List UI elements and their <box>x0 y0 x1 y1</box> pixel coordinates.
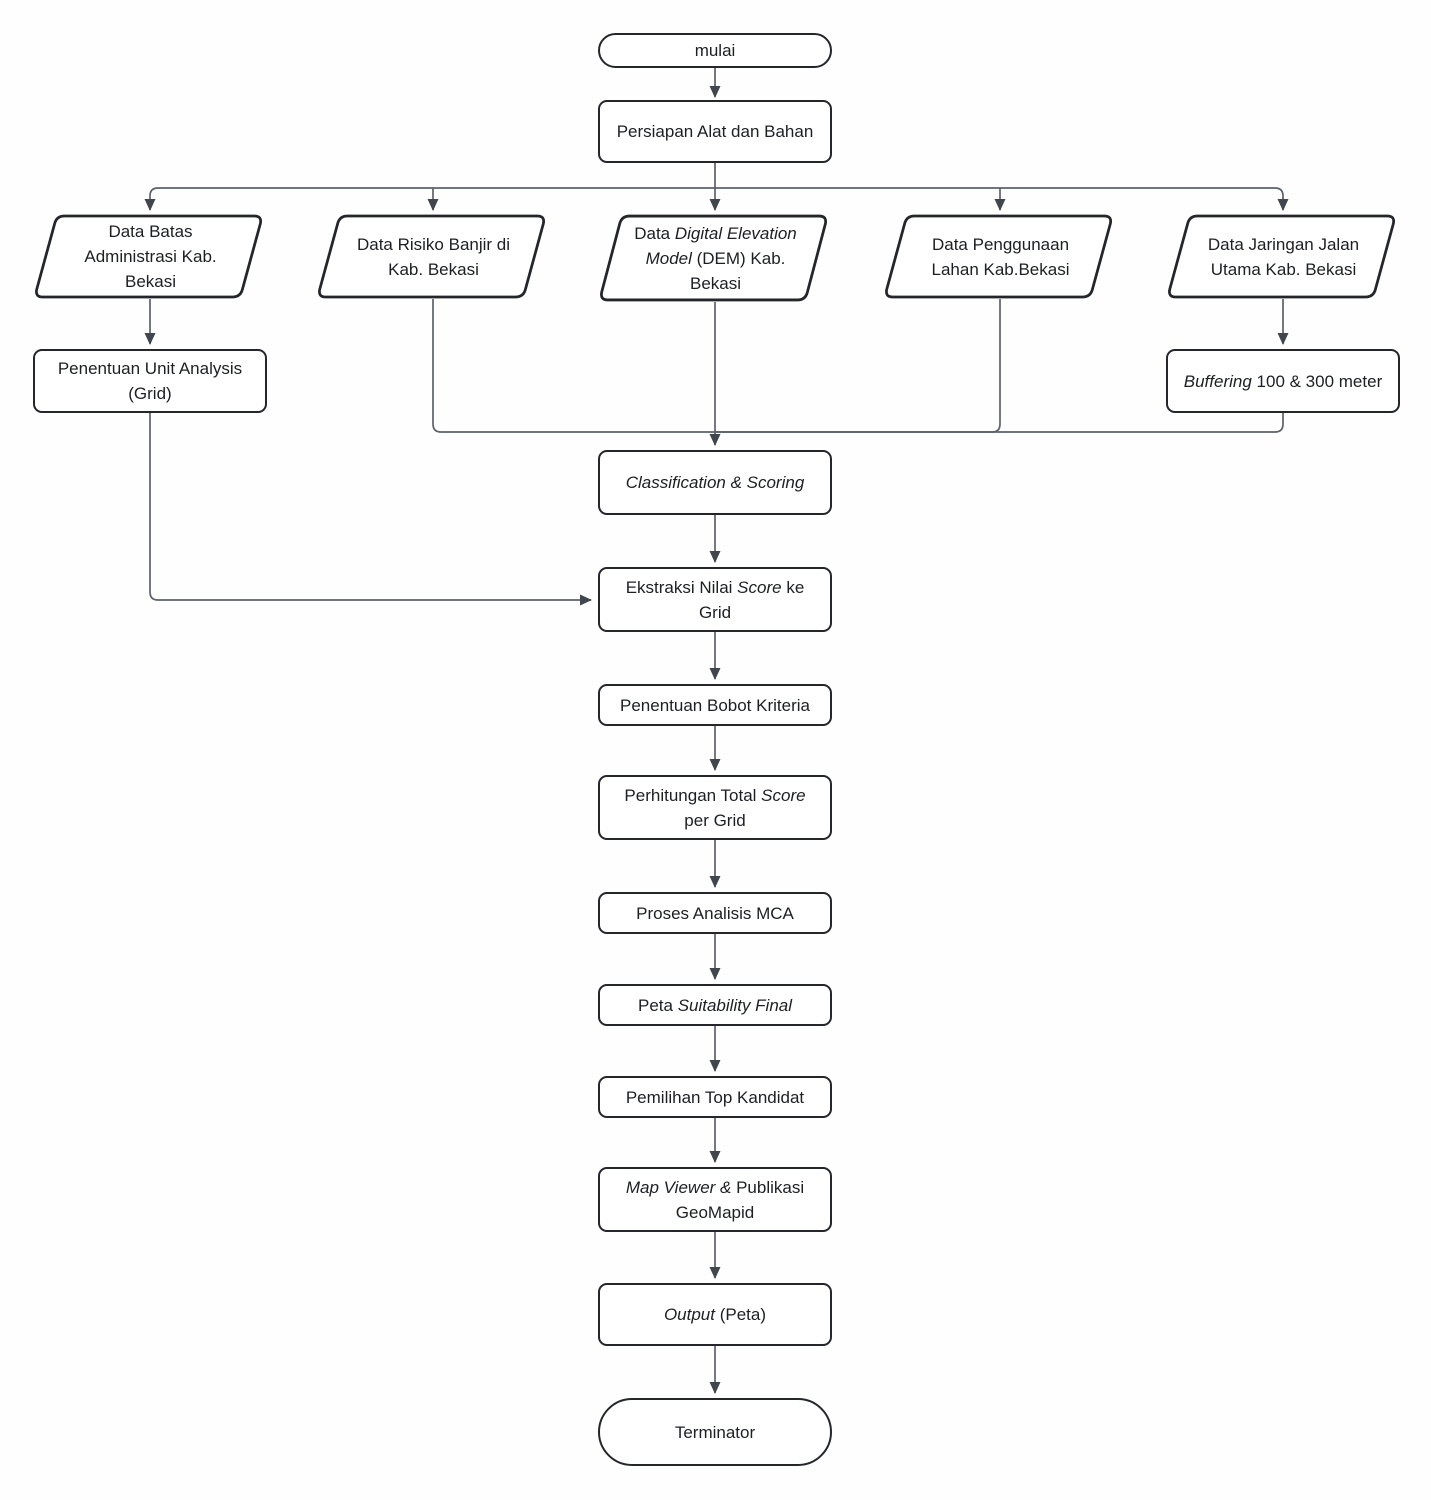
node-unit-analysis-label: Penentuan Unit Analysis (Grid) <box>57 359 243 403</box>
node-peta-suitability: Peta Suitability Final <box>598 984 832 1026</box>
node-data-batas-label: Data Batas Administrasi Kab. Bekasi <box>84 222 217 291</box>
edge-data-penggunaan-merge <box>715 299 1001 433</box>
edge-buffering-merge <box>715 413 1284 433</box>
edge-persiapan-data-jaringan <box>715 187 1289 211</box>
node-unit-analysis: Penentuan Unit Analysis (Grid) <box>33 349 267 413</box>
node-bobot-label: Penentuan Bobot Kriteria <box>620 695 810 715</box>
node-start-label: mulai <box>694 41 736 60</box>
node-total-score-label: Perhitungan Total Score per Grid <box>624 785 806 830</box>
node-data-jaringan: Data Jaringan Jalan Utama Kab. Bekasi <box>1166 214 1401 299</box>
node-output-label: Output (Peta) <box>663 1305 767 1324</box>
node-peta-suitability-label: Peta Suitability Final <box>637 995 793 1015</box>
node-top-kandidat-label: Pemilihan Top Kandidat <box>625 1087 805 1107</box>
parallelogram-shape <box>885 214 1112 299</box>
node-ekstraksi: Ekstraksi Nilai Score ke Grid <box>598 567 832 632</box>
parallelogram-shape <box>35 214 262 299</box>
node-mca: Proses Analisis MCA <box>598 892 832 934</box>
node-data-dem: Data Digital Elevation Model (DEM) Kab. … <box>598 214 833 302</box>
node-buffering-label: Buffering 100 & 300 meter <box>1183 371 1383 391</box>
edge-data-risiko-merge <box>432 299 715 433</box>
node-classification-label: Classification & Scoring <box>625 473 805 492</box>
node-buffering: Buffering 100 & 300 meter <box>1166 349 1400 413</box>
node-mca-label: Proses Analisis MCA <box>636 903 794 923</box>
node-data-batas: Data Batas Administrasi Kab. Bekasi <box>33 214 268 299</box>
node-ekstraksi-label: Ekstraksi Nilai Score ke Grid <box>625 577 805 622</box>
node-data-risiko: Data Risiko Banjir di Kab. Bekasi <box>316 214 551 299</box>
parallelogram-shape <box>318 214 545 299</box>
parallelogram-shape <box>600 214 827 302</box>
node-bobot: Penentuan Bobot Kriteria <box>598 684 832 726</box>
node-map-viewer-label: Map Viewer & Publikasi GeoMapid <box>625 1177 805 1222</box>
node-persiapan-label: Persiapan Alat dan Bahan <box>616 122 814 141</box>
node-start: mulai <box>598 33 832 68</box>
node-top-kandidat: Pemilihan Top Kandidat <box>598 1076 832 1118</box>
node-data-dem-label: Data Digital Elevation Model (DEM) Kab. … <box>634 223 797 293</box>
node-terminator: Terminator <box>598 1398 832 1466</box>
node-data-jaringan-label: Data Jaringan Jalan Utama Kab. Bekasi <box>1207 234 1360 279</box>
node-terminator-label: Terminator <box>674 1422 756 1442</box>
node-output: Output (Peta) <box>598 1283 832 1346</box>
node-data-penggunaan: Data Penggunaan Lahan Kab.Bekasi <box>883 214 1118 299</box>
node-total-score: Perhitungan Total Score per Grid <box>598 775 832 840</box>
node-data-penggunaan-label: Data Penggunaan Lahan Kab.Bekasi <box>931 234 1070 279</box>
parallelogram-shape <box>1168 214 1395 299</box>
node-data-risiko-label: Data Risiko Banjir di Kab. Bekasi <box>356 234 511 279</box>
node-classification: Classification & Scoring <box>598 450 832 515</box>
edge-persiapan-data-batas <box>144 187 715 211</box>
node-persiapan: Persiapan Alat dan Bahan <box>598 100 832 163</box>
edge-unit-analysis-ekstraksi <box>149 413 592 606</box>
node-map-viewer: Map Viewer & Publikasi GeoMapid <box>598 1167 832 1232</box>
